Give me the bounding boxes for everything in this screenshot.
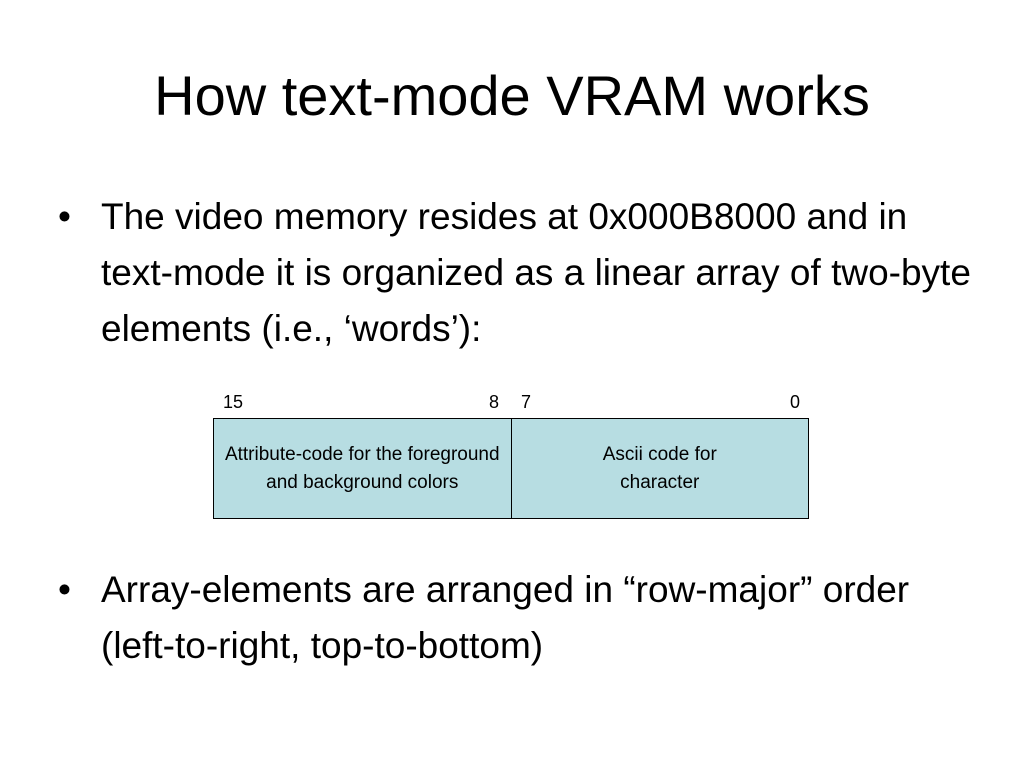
attribute-byte-label: Attribute-code for the foreground and ba… bbox=[224, 443, 500, 493]
vram-word-diagram: Attribute-code for the foreground and ba… bbox=[213, 418, 809, 519]
bit-label-8: 8 bbox=[489, 392, 500, 412]
slide-title: How text-mode VRAM works bbox=[154, 64, 870, 127]
bit-label-7: 7 bbox=[521, 392, 532, 412]
bit-label-15: 15 bbox=[223, 392, 244, 412]
bullet-text: Array-elements are arranged in “row-majo… bbox=[101, 569, 910, 666]
bullet-marker: • bbox=[58, 196, 71, 237]
attribute-byte-field: Attribute-code for the foreground and ba… bbox=[214, 419, 512, 518]
ascii-byte-field: Ascii code for character bbox=[511, 419, 808, 518]
bullet-marker: • bbox=[58, 569, 71, 610]
ascii-byte-label: Ascii code for character bbox=[602, 443, 717, 493]
bit-label-0: 0 bbox=[790, 392, 801, 412]
bullet-text: The video memory resides at 0x000B8000 a… bbox=[101, 196, 971, 349]
